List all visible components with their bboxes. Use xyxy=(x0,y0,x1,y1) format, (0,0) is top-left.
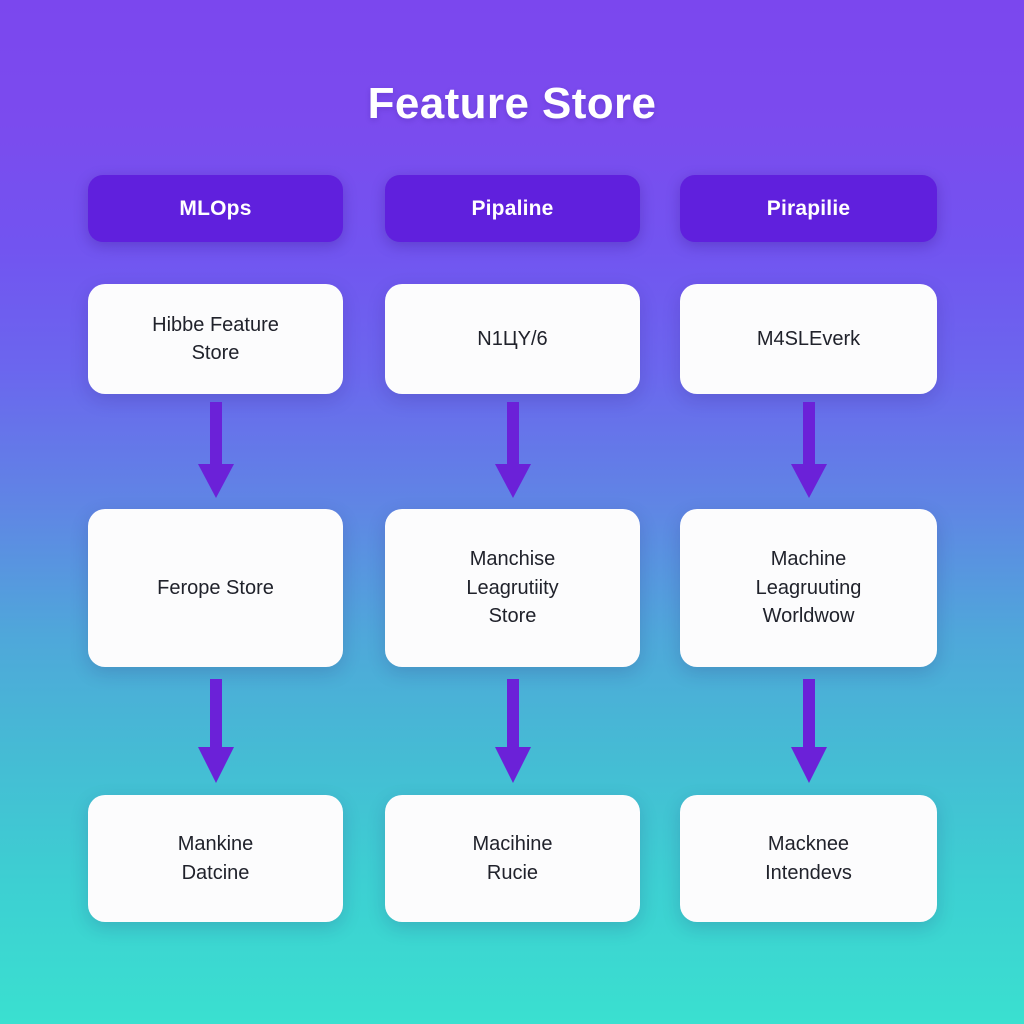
flow-column-mlops: MLOps Hibbe Feature Store Ferope Store xyxy=(88,175,343,922)
flow-arrow-0-0 xyxy=(88,394,343,509)
column-header-label: Pirapilie xyxy=(766,196,851,220)
flow-arrow-2-1 xyxy=(680,667,937,795)
column-header-label: MLOps xyxy=(179,196,252,220)
flow-card-label: Hibbe Feature Store xyxy=(152,313,279,364)
flow-card-2-2[interactable]: Macknee Intendevs xyxy=(680,795,937,922)
flow-arrow-1-1 xyxy=(385,667,640,795)
page-title: Feature Store xyxy=(367,79,657,128)
column-header-pill-0[interactable]: MLOps xyxy=(88,175,343,242)
flow-card-0-0[interactable]: Hibbe Feature Store xyxy=(88,284,343,394)
flow-card-0-1[interactable]: Ferope Store xyxy=(88,509,343,667)
flow-arrow-0-1 xyxy=(88,667,343,795)
column-header-pill-2[interactable]: Pirapilie xyxy=(680,175,937,242)
flow-column-pipaline: Pipaline N1ЦY/6 Manchise Leagrutiity Sto… xyxy=(385,175,640,922)
flow-card-2-0[interactable]: M4SLEverk xyxy=(680,284,937,394)
flow-card-1-0[interactable]: N1ЦY/6 xyxy=(385,284,640,394)
flow-card-2-1[interactable]: Machine Leagruuting Worldwow xyxy=(680,509,937,667)
column-header-pill-1[interactable]: Pipaline xyxy=(385,175,640,242)
flow-card-label: Machine Leagruuting Worldwow xyxy=(755,548,862,628)
flow-card-1-1[interactable]: Manchise Leagrutiity Store xyxy=(385,509,640,667)
flow-card-label: Mankine Datcine xyxy=(177,833,254,884)
flow-card-label: Macknee Intendevs xyxy=(765,833,852,884)
flow-card-0-2[interactable]: Mankine Datcine xyxy=(88,795,343,922)
column-header-label: Pipaline xyxy=(471,196,554,220)
flow-card-label: M4SLEverk xyxy=(756,327,861,350)
flow-arrow-1-0 xyxy=(385,394,640,509)
flow-column-pirapilie: Pirapilie M4SLEverk Machine Leagruuting … xyxy=(680,175,937,922)
flow-card-label: Manchise Leagrutiity Store xyxy=(466,548,559,628)
flow-arrow-2-0 xyxy=(680,394,937,509)
flow-card-label: Ferope Store xyxy=(157,576,274,599)
flow-card-1-2[interactable]: Macihine Rucie xyxy=(385,795,640,922)
flow-card-label: N1ЦY/6 xyxy=(477,327,548,350)
flow-card-label: Macihine Rucie xyxy=(472,833,553,884)
